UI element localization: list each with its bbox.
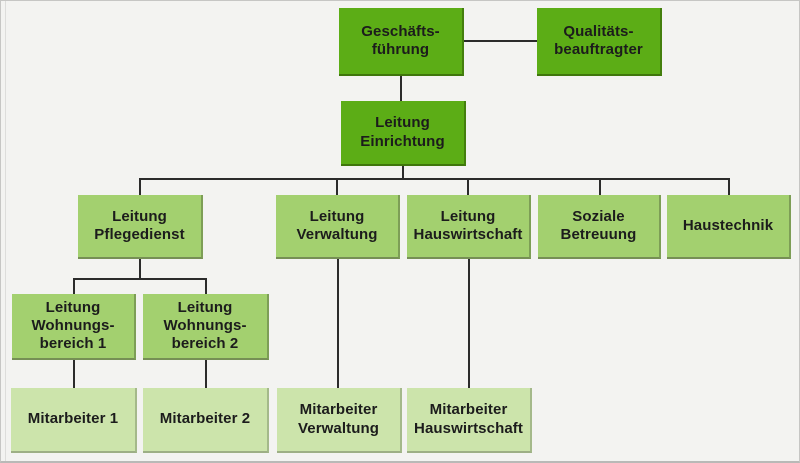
node-leitung-wohnungsbereich-2: Leitung Wohnungs- bereich 2 — [143, 294, 269, 360]
node-mitarbeiter-verwaltung: Mitarbeiter Verwaltung — [277, 388, 402, 453]
connector-level3-rail — [139, 178, 730, 180]
node-leitung-verwaltung: Leitung Verwaltung — [276, 195, 400, 259]
connector-pflegedienst-stem — [139, 259, 141, 280]
node-qualitaetsbeauftragter: Qualitäts- beauftragter — [537, 8, 662, 76]
connector-wohnungsbereich-rail — [73, 278, 207, 280]
node-leitung-hauswirtschaft: Leitung Hauswirtschaft — [407, 195, 531, 259]
node-mitarbeiter-2: Mitarbeiter 2 — [143, 388, 269, 453]
connector-drop-haustechnik — [728, 178, 730, 195]
node-soziale-betreuung: Soziale Betreuung — [538, 195, 661, 259]
node-geschaeftsfuehrung: Geschäfts- führung — [339, 8, 464, 76]
connector-drop-verwaltung — [336, 178, 338, 195]
node-mitarbeiter-hauswirtschaft: Mitarbeiter Hauswirtschaft — [407, 388, 532, 453]
connector-drop-soziale-betreuung — [599, 178, 601, 195]
connector-einrichtung-stem — [402, 166, 404, 180]
node-leitung-pflegedienst: Leitung Pflegedienst — [78, 195, 203, 259]
node-mitarbeiter-1: Mitarbeiter 1 — [11, 388, 137, 453]
node-leitung-einrichtung: Leitung Einrichtung — [341, 101, 466, 166]
node-leitung-wohnungsbereich-1: Leitung Wohnungs- bereich 1 — [12, 294, 136, 360]
node-haustechnik: Haustechnik — [667, 195, 791, 259]
connector-wohnungsbereich1-mitarbeiter1 — [73, 360, 75, 388]
connector-hauswirtschaft-mitarbeiter — [468, 259, 470, 388]
connector-verwaltung-mitarbeiter — [337, 259, 339, 388]
connector-geschaeftsfuehrung-qualitaetsbeauftragter — [464, 40, 537, 42]
connector-drop-hauswirtschaft — [467, 178, 469, 195]
connector-wohnungsbereich2-mitarbeiter2 — [205, 360, 207, 388]
connector-drop-pflegedienst — [139, 178, 141, 195]
connector-geschaeftsfuehrung-einrichtung — [400, 76, 402, 101]
connector-drop-wohnungsbereich-1 — [73, 278, 75, 294]
connector-drop-wohnungsbereich-2 — [205, 278, 207, 294]
